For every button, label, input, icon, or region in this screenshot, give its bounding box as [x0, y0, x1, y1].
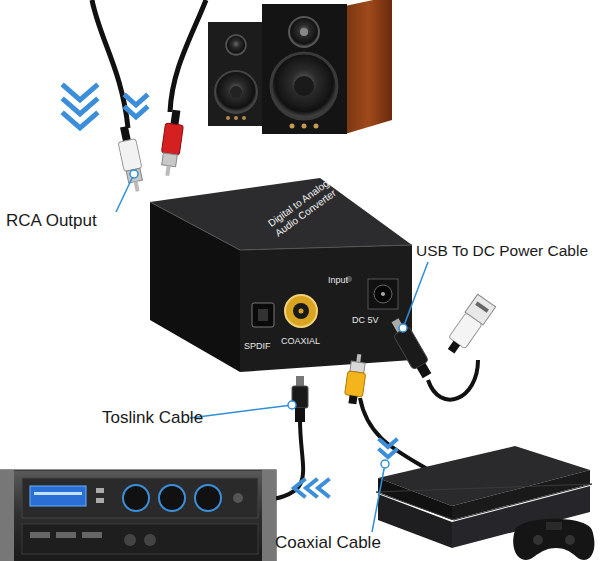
- converter-box: Digital to Analog Audio ConverterInputSP…: [150, 175, 414, 377]
- power-cable: [428, 360, 478, 400]
- port-label: Input: [328, 275, 348, 285]
- amplifier: [0, 470, 276, 561]
- rca-cable-white: [92, 0, 128, 128]
- callout-label: USB To DC Power Cable: [416, 242, 588, 260]
- game-controller: [513, 519, 594, 560]
- direction-chevrons: [294, 440, 396, 496]
- rca-plug-red: [158, 109, 185, 177]
- coaxial-cable: [360, 398, 432, 472]
- callout-label: Toslink Cable: [102, 408, 203, 428]
- rca-cable-red: [170, 0, 206, 112]
- toslink-plug: [292, 376, 308, 422]
- callout-label: Coaxial Cable: [275, 533, 381, 553]
- callout-label: RCA Output: [6, 211, 97, 231]
- usb-plug: [442, 294, 496, 357]
- coaxial-plug: [343, 353, 368, 405]
- speaker-front: [262, 0, 392, 134]
- converter-box-shape: [150, 175, 414, 377]
- port-label: DC 5V: [352, 315, 379, 325]
- direction-chevrons: [64, 86, 146, 128]
- port-label: COAXIAL: [281, 336, 320, 346]
- rca-plug-white: [115, 125, 146, 193]
- port-label: SPDIF: [244, 341, 271, 351]
- leader-lines: [116, 170, 428, 532]
- dc-plug: [387, 316, 435, 380]
